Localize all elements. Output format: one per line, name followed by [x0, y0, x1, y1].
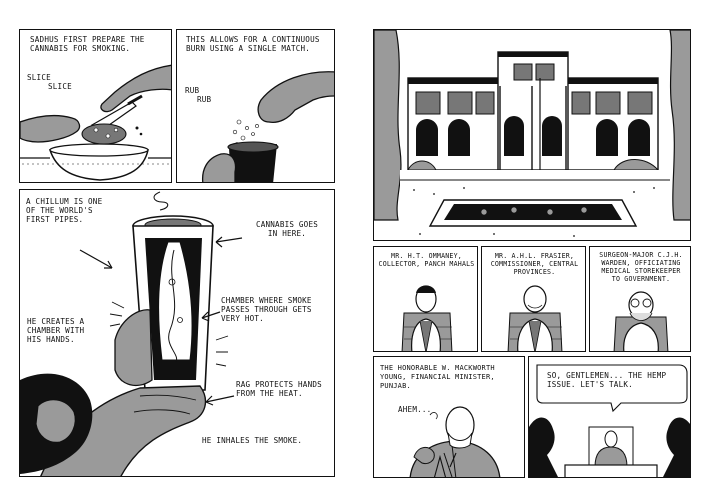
left-page: SADHUS FIRST PREPARE THE CANNABIS FOR SM… [0, 0, 354, 502]
panel-official-ommaney: MR. H.T. OMMANEY, COLLECTOR, PANCH MAHAL… [373, 246, 478, 352]
warden-portrait [613, 291, 669, 351]
caption-continuous-burn: THIS ALLOWS FOR A CONTINUOUS BURN USING … [186, 35, 320, 53]
panel-building [373, 29, 691, 241]
panel-official-frasier: MR. A.H.L. FRASIER, COMMISSIONER, CENTRA… [481, 246, 586, 352]
panel-official-warden: SURGEON-MAJOR C.J.H. WARDEN, OFFICIATING… [589, 246, 691, 352]
young-illustration [409, 406, 501, 477]
label-hand-chamber: HE CREATES A CHAMBER WITH HIS HANDS. [27, 317, 85, 344]
sfx-slice-2: SLICE [48, 82, 72, 91]
meeting-illustration [529, 364, 690, 477]
label-rag: RAG PROTECTS HANDS FROM THE HEAT. [236, 380, 322, 398]
caption-young: THE HONORABLE W. MACKWORTH YOUNG, FINANC… [380, 364, 495, 390]
panel-chillum: A CHILLUM IS ONE OF THE WORLD'S FIRST PI… [19, 189, 335, 477]
label-smoke-chamber: CHAMBER WHERE SMOKE PASSES THROUGH GETS … [221, 296, 312, 323]
panel-slicing: SADHUS FIRST PREPARE THE CANNABIS FOR SM… [19, 29, 172, 183]
caption-warden: SURGEON-MAJOR C.J.H. WARDEN, OFFICIATING… [599, 251, 683, 283]
sfx-rub-2: RUB [197, 95, 212, 104]
sfx-slice-1: SLICE [27, 73, 51, 82]
panel-young: THE HONORABLE W. MACKWORTH YOUNG, FINANC… [373, 356, 525, 478]
panel-rubbing: THIS ALLOWS FOR A CONTINUOUS BURN USING … [176, 29, 335, 183]
chillum-illustration [20, 191, 243, 476]
panel-meeting: SO, GENTLEMEN... THE HEMP ISSUE. LET'S T… [528, 356, 691, 478]
label-inhale: HE INHALES THE SMOKE. [202, 436, 303, 445]
ommaney-portrait [401, 285, 453, 351]
rubbing-illustration [201, 71, 334, 182]
speech-ahem: AHEM... [398, 405, 432, 414]
label-cannabis-goes-here: CANNABIS GOES IN HERE. [255, 220, 319, 238]
caption-chillum-intro: A CHILLUM IS ONE OF THE WORLD'S FIRST PI… [26, 197, 103, 224]
caption-frasier: MR. A.H.L. FRASIER, COMMISSIONER, CENTRA… [490, 252, 579, 276]
caption-ommaney: MR. H.T. OMMANEY, COLLECTOR, PANCH MAHAL… [378, 252, 475, 268]
building-illustration [374, 30, 690, 240]
speech-hemp-issue: SO, GENTLEMEN... THE HEMP ISSUE. LET'S T… [547, 371, 667, 389]
frasier-portrait [507, 285, 563, 351]
slicing-illustration [20, 64, 171, 181]
sfx-rub-1: RUB [185, 86, 200, 95]
caption-sadhus: SADHUS FIRST PREPARE THE CANNABIS FOR SM… [30, 35, 145, 53]
right-page: MR. H.T. OMMANEY, COLLECTOR, PANCH MAHAL… [354, 0, 709, 502]
